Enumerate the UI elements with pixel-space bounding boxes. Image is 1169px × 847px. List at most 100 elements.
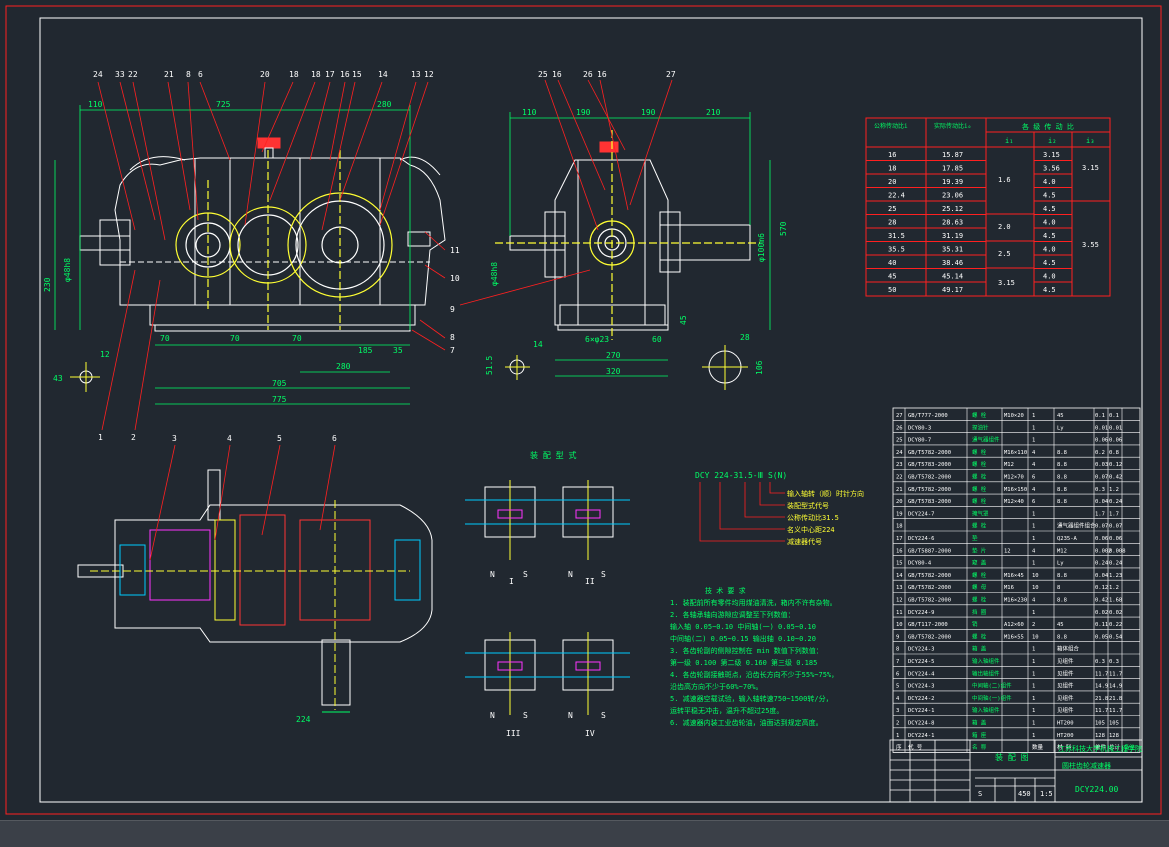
parts-list-cell: 0.24 xyxy=(1095,561,1109,567)
ratio-cell: 28.63 xyxy=(942,219,963,227)
parts-list-cell: GB/T5782-2000 xyxy=(908,598,951,604)
outer-border xyxy=(5,5,1162,815)
parts-list-cell: DCY80-3 xyxy=(908,425,931,431)
parts-list-cell: M12 xyxy=(1004,462,1014,468)
svg-text:1. 装配前所有零件均用煤油清洗，箱内不许有杂物。: 1. 装配前所有零件均用煤油清洗，箱内不许有杂物。 xyxy=(670,598,837,607)
model-code: DCY 224-31.5-Ⅲ S(N) 输入轴转（顺）时针方向 装配型式代号 公… xyxy=(695,471,864,546)
parts-list-cell: M16×150 xyxy=(1004,487,1027,493)
parts-list-cell: 2 xyxy=(1032,622,1035,628)
parts-list-cell: DCY224-7 xyxy=(908,511,935,517)
parts-list-cell: GB/T117-2000 xyxy=(908,622,948,628)
parts-list-cell: 1 xyxy=(1032,610,1035,616)
part-no: 1 xyxy=(98,433,103,442)
cad-drawing-canvas[interactable]: 24 33 22 21 8 6 20 18 18 17 16 15 14 13 … xyxy=(0,0,1169,820)
parts-list-cell: 3 xyxy=(896,708,899,714)
svg-text:110: 110 xyxy=(522,108,537,117)
parts-list-cell: 输入轴组件 xyxy=(972,706,1000,714)
front-view-dim-text: 110 725 280 230 φ48h8 70 70 70 185 35 28… xyxy=(43,100,403,404)
parts-list-cell: 挡 圈 xyxy=(972,608,987,616)
parts-list-cell: DCY224-3 xyxy=(908,647,935,653)
ratio-cell: 35.5 xyxy=(888,246,905,254)
parts-list-cell: M16×45 xyxy=(1004,573,1024,579)
ratio-header: 各 级 传 动 比 xyxy=(1022,122,1074,131)
parts-list-cell: 1 xyxy=(1032,671,1035,677)
parts-list-cell: 8.8 xyxy=(1057,475,1067,481)
ratio-cell: 17.85 xyxy=(942,165,963,173)
side-view-leaders xyxy=(459,79,673,306)
parts-list-cell: 4 xyxy=(1032,598,1036,604)
svg-text:725: 725 xyxy=(216,100,231,109)
parts-list-cell: 0.22 xyxy=(1109,622,1122,628)
parts-list-cell: 0.06 xyxy=(1109,438,1122,444)
ratio-cell-i1: 3.15 xyxy=(998,279,1015,287)
part-no: 7 xyxy=(450,346,455,355)
parts-list-cell: 螺 栓 xyxy=(972,448,987,456)
ratio-cell: 23.06 xyxy=(942,192,963,200)
product-name: 圆柱齿轮减速器 xyxy=(1062,761,1111,770)
parts-list-cell: 0.05 xyxy=(1095,634,1108,640)
part-no: 17 xyxy=(325,70,335,79)
side-view-center xyxy=(495,130,760,340)
technical-requirements: 技 术 要 求 1. 装配前所有零件均用煤油清洗，箱内不许有杂物。 2. 各轴承… xyxy=(670,586,838,727)
svg-text:减速器代号: 减速器代号 xyxy=(787,537,822,546)
svg-text:280: 280 xyxy=(336,362,351,371)
parts-list-cell: GB/T5782-2000 xyxy=(908,634,951,640)
school-name: 江苏科技大学机械工程学院 xyxy=(1058,744,1142,753)
parts-list-cell: 8 xyxy=(1057,585,1060,591)
parts-list-cell: DCY224-2 xyxy=(908,696,935,702)
side-view-dimensions xyxy=(509,112,771,377)
ratio-cell: 4.5 xyxy=(1043,259,1056,267)
parts-list-cell: 8.8 xyxy=(1057,634,1067,640)
parts-list-cell: DCY224-1 xyxy=(908,733,935,739)
parts-list-header: 名 称 xyxy=(972,743,987,751)
parts-list-cell: 输入轴组件 xyxy=(972,657,1000,665)
parts-list-cell: A12×60 xyxy=(1004,622,1024,628)
parts-list-cell: 8.8 xyxy=(1057,598,1067,604)
parts-list-cell: 1 xyxy=(1032,524,1035,530)
svg-text:14: 14 xyxy=(533,340,543,349)
svg-text:S: S xyxy=(523,711,528,720)
svg-text:N: N xyxy=(568,570,573,579)
parts-list-cell: 中间轴(二)组件 xyxy=(972,682,1012,690)
parts-list-cell: 22 xyxy=(896,475,903,481)
front-view-leaders xyxy=(97,81,446,431)
assembly-form-diagrams xyxy=(465,480,630,715)
svg-text:705: 705 xyxy=(272,379,287,388)
parts-list-cell: 箱体组合 xyxy=(1057,645,1080,653)
parts-list-cell: 14 xyxy=(896,573,903,579)
parts-list-cell: 0.1 xyxy=(1109,413,1119,419)
parts-list-cell: 0.07 xyxy=(1095,475,1108,481)
part-no: 2 xyxy=(131,433,136,442)
svg-text:28: 28 xyxy=(740,333,750,342)
parts-list-cell: 11.7 xyxy=(1095,671,1108,677)
svg-text:中间轴(二) 0.05~0.15 输出轴 0.10~0: 中间轴(二) 0.05~0.15 输出轴 0.10~0.20 xyxy=(670,634,816,643)
parts-list-cell: 7 xyxy=(896,659,899,665)
ratio-cell: 49.17 xyxy=(942,286,963,294)
parts-list-cell: 见组件 xyxy=(1057,706,1074,714)
parts-list-cell: 11.7 xyxy=(1109,671,1122,677)
svg-text:S: S xyxy=(601,570,606,579)
parts-list-cell: M12 xyxy=(1057,548,1067,554)
parts-list-header: 序 xyxy=(896,743,902,751)
parts-list-cell: 螺 栓 xyxy=(972,473,987,481)
svg-text:输入轴 0.05~0.10 中间轴(一) 0.05~0: 输入轴 0.05~0.10 中间轴(一) 0.05~0.10 xyxy=(670,622,816,631)
svg-text:4: 4 xyxy=(227,434,232,443)
ratio-cell: 4.5 xyxy=(1043,232,1056,240)
svg-text:6. 减速器内装工业齿轮油，油面达到规定高度。: 6. 减速器内装工业齿轮油，油面达到规定高度。 xyxy=(670,718,823,727)
ratio-cell-i3: 3.15 xyxy=(1082,164,1099,172)
svg-text:210: 210 xyxy=(706,108,721,117)
title-block xyxy=(889,739,1143,803)
svg-text:270: 270 xyxy=(606,351,621,360)
svg-text:110: 110 xyxy=(88,100,103,109)
parts-list-cell: 箱 盖 xyxy=(972,645,987,653)
plan-view-text: 3 4 5 6 xyxy=(172,434,337,443)
part-no: 18 xyxy=(311,70,321,79)
ratio-cell: 28 xyxy=(888,219,896,227)
parts-list-cell: 6 xyxy=(1032,499,1035,505)
svg-text:III: III xyxy=(506,729,521,738)
parts-list-cell: 窥 盖 xyxy=(972,559,987,567)
part-no: 16 xyxy=(340,70,350,79)
ratio-cell: 3.56 xyxy=(1043,165,1060,173)
parts-list-header: 代 号 xyxy=(908,743,923,751)
